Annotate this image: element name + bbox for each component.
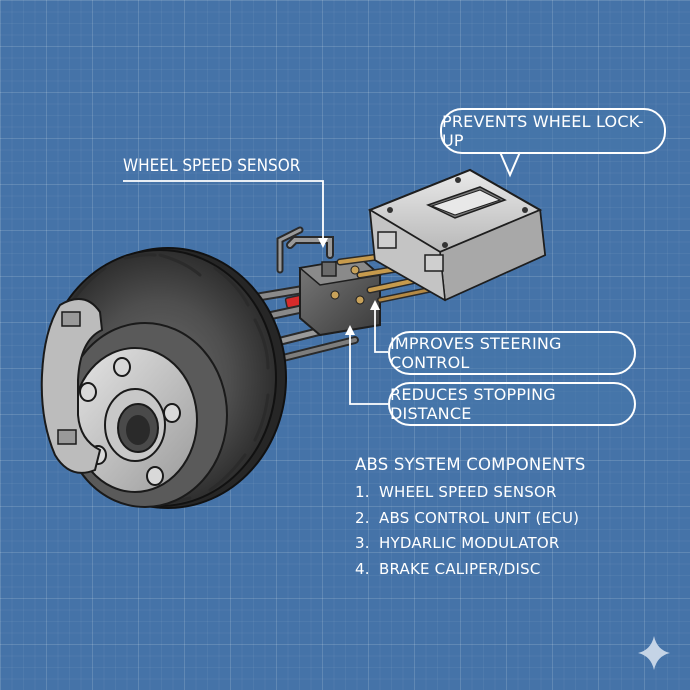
legend-item: 3. HYDARLIC MODULATOR [355, 534, 586, 560]
sparkle-icon [638, 636, 670, 670]
prevents-lockup-callout: PREVENTS WHEEL LOCK-UP [440, 108, 666, 154]
legend-item: 4. BRAKE CALIPER/DISC [355, 560, 586, 586]
legend-item-number: 1. [355, 483, 370, 501]
legend-item: 1. WHEEL SPEED SENSOR [355, 483, 586, 509]
callout-tail [499, 151, 521, 178]
legend-item-text: HYDARLIC MODULATOR [379, 534, 560, 552]
legend-item-number: 4. [355, 559, 370, 578]
legend-title: ABS SYSTEM COMPONENTS [355, 455, 586, 474]
abs-control-unit [367, 168, 547, 302]
legend-item-number: 3. [355, 534, 370, 552]
legend-item: 2. ABS CONTROL UNIT (ECU) [355, 509, 586, 535]
legend-item-text: BRAKE CALIPER/DISC [379, 559, 541, 578]
components-legend: ABS SYSTEM COMPONENTS 1. WHEEL SPEED SEN… [355, 455, 586, 585]
improves-steering-callout: IMPROVES STEERING CONTROL [388, 331, 636, 375]
wheel-hub [72, 347, 198, 493]
hydraulic-modulator [298, 256, 382, 337]
legend-item-number: 2. [355, 508, 370, 527]
leader-lines [123, 180, 388, 405]
wheel-speed-sensor-label: WHEEL SPEED SENSOR [123, 156, 301, 176]
brake-caliper [40, 297, 104, 474]
reduces-distance-callout: REDUCES STOPPING DISTANCE [388, 382, 636, 426]
legend-item-text: ABS CONTROL UNIT (ECU) [379, 508, 580, 527]
legend-item-text: WHEEL SPEED SENSOR [379, 483, 557, 501]
